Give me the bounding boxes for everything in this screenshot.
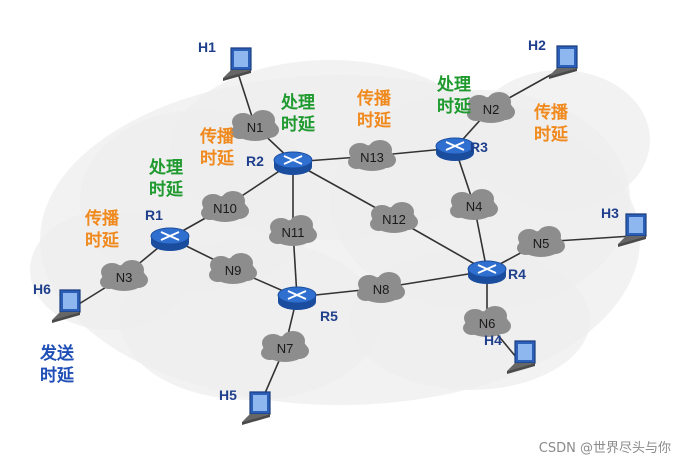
router-arrows-icon — [160, 231, 180, 241]
watermark: CSDN @世界尽头与你 — [538, 441, 671, 456]
host-label: H6 — [33, 281, 51, 297]
host-label: H4 — [484, 332, 502, 348]
router-arrows-icon — [287, 290, 307, 300]
network-n12: N12 — [370, 202, 418, 233]
laptop-icon — [507, 340, 536, 374]
annotation-transmission-h6: 发送时延 — [39, 343, 75, 386]
host-label: H3 — [601, 205, 619, 221]
annotation-processing-r2: 处理时延 — [280, 92, 316, 135]
network-n11: N11 — [269, 215, 317, 246]
laptop-icon — [52, 289, 81, 323]
network-n2: N2 — [467, 92, 515, 123]
network-label: N11 — [282, 225, 305, 240]
network-label: N13 — [360, 150, 384, 165]
host-label: H5 — [219, 387, 237, 403]
router-label: R4 — [508, 266, 526, 282]
network-label: N9 — [225, 263, 242, 278]
network-label: N7 — [277, 341, 294, 356]
network-label: N4 — [466, 199, 483, 214]
network-n5: N5 — [517, 226, 565, 257]
laptop-icon — [242, 391, 271, 425]
annotation-processing-r3: 处理时延 — [436, 74, 472, 117]
router-label: R1 — [145, 207, 163, 223]
laptop-icon — [549, 45, 578, 79]
annotation-processing-r1: 处理时延 — [148, 157, 184, 200]
network-label: N12 — [382, 212, 406, 227]
network-label: N2 — [483, 102, 500, 117]
network-label: N10 — [213, 201, 237, 216]
network-label: N3 — [116, 270, 133, 285]
host-h3: H3 — [601, 205, 647, 247]
network-n7: N7 — [261, 331, 309, 362]
network-label: N1 — [247, 120, 264, 135]
host-h2: H2 — [528, 37, 578, 79]
router-arrows-icon — [445, 141, 465, 151]
router-arrows-icon — [477, 264, 497, 274]
router-r1: R1 — [145, 207, 190, 251]
network-n6: N6 — [463, 306, 511, 337]
router-label: R3 — [470, 139, 488, 155]
network-n13: N13 — [348, 140, 396, 171]
annotation-propagation-n3: 传播时延 — [84, 208, 120, 251]
network-n10: N10 — [201, 191, 249, 222]
host-h6: H6 — [33, 281, 81, 323]
router-label: R2 — [246, 153, 264, 169]
annotation-propagation-n10: 传播时延 — [199, 126, 235, 169]
laptop-icon — [223, 47, 252, 81]
router-r4: R4 — [467, 260, 526, 284]
network-n1: N1 — [231, 110, 279, 141]
router-r2: R2 — [246, 151, 313, 175]
network-n3: N3 — [100, 260, 148, 291]
network-label: N8 — [373, 282, 390, 297]
router-r3: R3 — [435, 137, 488, 161]
laptop-icon — [618, 213, 647, 247]
annotation-propagation-n13: 传播时延 — [356, 88, 392, 131]
host-h1: H1 — [198, 39, 252, 81]
network-label: N6 — [479, 316, 496, 331]
annotation-propagation-n2: 传播时延 — [533, 102, 569, 145]
network-n4: N4 — [450, 189, 498, 220]
network-n8: N8 — [357, 272, 405, 303]
router-label: R5 — [320, 308, 338, 324]
network-n9: N9 — [209, 253, 257, 284]
network-label: N5 — [533, 236, 550, 251]
router-arrows-icon — [283, 155, 303, 165]
host-h5: H5 — [219, 387, 271, 425]
host-label: H1 — [198, 39, 216, 55]
router-r5: R5 — [277, 286, 338, 324]
host-h4: H4 — [484, 332, 536, 374]
host-label: H2 — [528, 37, 546, 53]
